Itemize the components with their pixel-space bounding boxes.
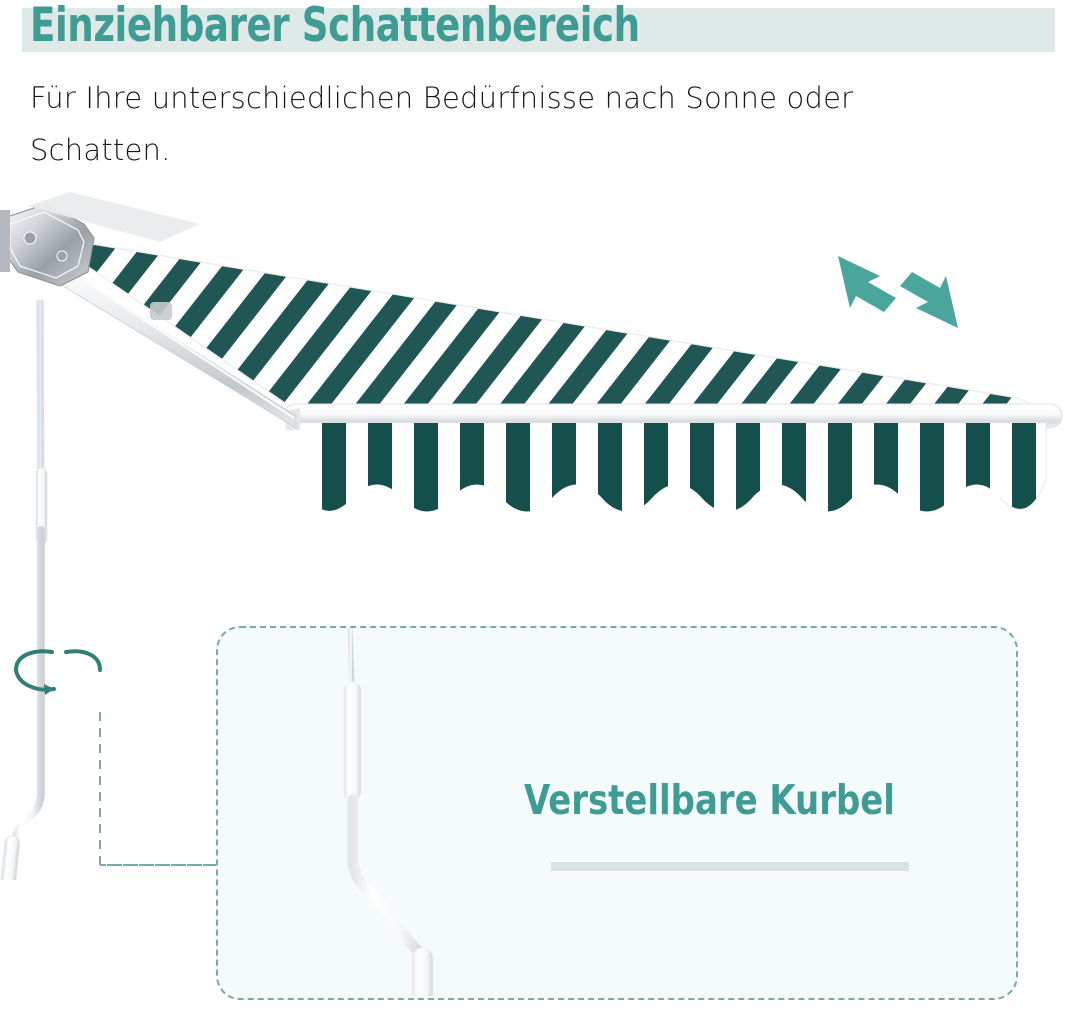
page-subtitle: Für Ihre unterschiedlichen Bedürfnisse n… bbox=[30, 81, 854, 167]
awning-valance bbox=[300, 423, 1047, 512]
rotate-icon bbox=[14, 649, 102, 695]
crank-handle-zoom-illustration bbox=[343, 627, 434, 1014]
callout-connector-lines bbox=[99, 712, 218, 866]
crank-rod-illustration bbox=[0, 299, 102, 891]
product-image bbox=[0, 180, 1080, 610]
wall-mount-bracket bbox=[0, 192, 200, 287]
title-banner bbox=[22, 8, 1055, 52]
callout-title: Verstellbare Kurbel bbox=[524, 776, 895, 824]
callout-underline bbox=[551, 862, 909, 871]
callout-crank-zoom bbox=[300, 626, 530, 1014]
extend-retract-arrows bbox=[838, 256, 958, 328]
crank-rod-assembly bbox=[0, 280, 240, 891]
page-title: Einziehbarer Schattenbereich bbox=[30, 0, 640, 53]
awning-illustration bbox=[0, 192, 1063, 512]
